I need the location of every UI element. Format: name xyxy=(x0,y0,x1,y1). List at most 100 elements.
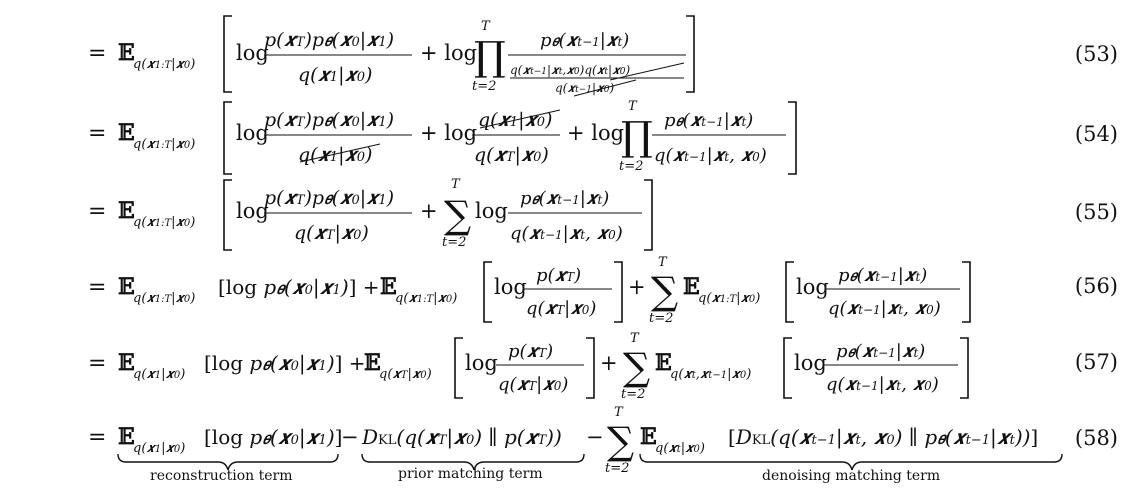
svg-text:+: + xyxy=(600,351,618,375)
svg-text:=: = xyxy=(88,41,106,66)
svg-text:+ log: + log xyxy=(567,121,624,145)
svg-text:t=2: t=2 xyxy=(649,311,673,326)
svg-text:T: T xyxy=(481,19,491,34)
svg-text:p𝜽(𝒙t−1|𝒙t): p𝜽(𝒙t−1|𝒙t) xyxy=(664,110,753,131)
svg-text:∑: ∑ xyxy=(444,193,471,237)
svg-text:p(𝒙T)p𝜽(𝒙0|𝒙1): p(𝒙T)p𝜽(𝒙0|𝒙1) xyxy=(264,187,394,209)
svg-text:p(𝒙T): p(𝒙T) xyxy=(508,341,553,362)
svg-text:DKL(q(𝒙T|𝒙0) ∥ p(𝒙T)): DKL(q(𝒙T|𝒙0) ∥ p(𝒙T)) xyxy=(361,425,562,450)
svg-text:[log p𝜽(𝒙0|𝒙1)] +: [log p𝜽(𝒙0|𝒙1)] + xyxy=(204,351,366,376)
equation-57: = 𝔼 q(𝒙1|𝒙0) [log p𝜽(𝒙0|𝒙1)] + 𝔼 q(𝒙T|𝒙0… xyxy=(0,330,1140,406)
svg-text:q(𝒙T|𝒙0): q(𝒙T|𝒙0) xyxy=(474,144,549,166)
svg-text:∑: ∑ xyxy=(607,419,634,463)
svg-text:q(𝒙1|𝒙0): q(𝒙1|𝒙0) xyxy=(133,367,185,382)
svg-text:+: + xyxy=(420,199,438,223)
svg-text:+ log: + log xyxy=(420,121,477,145)
svg-text:+ log: + log xyxy=(420,41,477,65)
svg-text:𝔼: 𝔼 xyxy=(683,274,700,300)
svg-text:𝔼: 𝔼 xyxy=(640,424,657,450)
svg-text:𝔼: 𝔼 xyxy=(118,40,135,66)
svg-text:𝔼: 𝔼 xyxy=(118,350,135,376)
svg-text:p𝜽(𝒙t−1|𝒙t): p𝜽(𝒙t−1|𝒙t) xyxy=(540,30,629,51)
svg-text:𝔼: 𝔼 xyxy=(118,120,135,146)
equation-55-math: = 𝔼 q(𝒙1:T|𝒙0) log p(𝒙T)p𝜽(𝒙0|𝒙1) q(𝒙T|𝒙… xyxy=(88,177,653,251)
svg-text:t=2: t=2 xyxy=(619,159,643,174)
svg-text:t=2: t=2 xyxy=(621,387,645,402)
svg-text:=: = xyxy=(88,275,106,300)
equation-53: = 𝔼 q(𝒙1:T|𝒙0) log p(𝒙T)p𝜽(𝒙0|𝒙1) q(𝒙1|𝒙… xyxy=(0,8,1140,98)
svg-text:q(𝒙1|𝒙0): q(𝒙1|𝒙0) xyxy=(298,144,372,166)
equation-54-math: = 𝔼 q(𝒙1:T|𝒙0) log p(𝒙T)p𝜽(𝒙0|𝒙1) q(𝒙1|𝒙… xyxy=(88,99,797,175)
svg-text:log: log xyxy=(794,351,827,375)
svg-text:q(𝒙t−1|𝒙t, 𝒙0): q(𝒙t−1|𝒙t, 𝒙0) xyxy=(828,298,941,319)
svg-text:p(𝒙T)p𝜽(𝒙0|𝒙1): p(𝒙T)p𝜽(𝒙0|𝒙1) xyxy=(264,29,394,51)
svg-text:q(𝒙t−1|𝒙t, 𝒙0): q(𝒙t−1|𝒙t, 𝒙0) xyxy=(510,223,623,244)
svg-text:q(𝒙t|𝒙0): q(𝒙t|𝒙0) xyxy=(655,441,705,456)
equation-number: (54) xyxy=(1074,122,1118,146)
svg-text:t=2: t=2 xyxy=(442,235,466,250)
svg-text:log: log xyxy=(236,199,269,223)
svg-text:=: = xyxy=(88,425,106,450)
equation-number: (55) xyxy=(1074,200,1118,224)
label-prior-matching-term: prior matching term xyxy=(398,466,543,482)
svg-text:−: − xyxy=(586,425,604,449)
svg-text:[log p𝜽(𝒙0|𝒙1)] +: [log p𝜽(𝒙0|𝒙1)] + xyxy=(218,275,380,300)
svg-text:log: log xyxy=(494,275,527,299)
svg-text:log: log xyxy=(465,351,498,375)
svg-text:q(𝒙t−1|𝒙t, 𝒙0): q(𝒙t−1|𝒙t, 𝒙0) xyxy=(654,145,767,166)
svg-text:+: + xyxy=(628,275,646,299)
svg-text:𝔼: 𝔼 xyxy=(118,424,135,450)
svg-text:t=2: t=2 xyxy=(472,79,496,94)
svg-text:∏: ∏ xyxy=(474,34,506,80)
svg-text:T: T xyxy=(451,177,461,192)
svg-text:q(𝒙1:T|𝒙0): q(𝒙1:T|𝒙0) xyxy=(133,291,195,306)
svg-text:−: − xyxy=(341,425,359,449)
equation-number: (58) xyxy=(1074,426,1118,450)
svg-text:q(𝒙t−1|𝒙t, 𝒙0): q(𝒙t−1|𝒙t, 𝒙0) xyxy=(826,374,939,395)
svg-text:log: log xyxy=(796,275,829,299)
equation-57-math: = 𝔼 q(𝒙1|𝒙0) [log p𝜽(𝒙0|𝒙1)] + 𝔼 q(𝒙T|𝒙0… xyxy=(88,331,969,402)
equation-58: = 𝔼 q(𝒙1|𝒙0) [log p𝜽(𝒙0|𝒙1)] − DKL(q(𝒙T|… xyxy=(0,404,1140,490)
svg-text:𝔼: 𝔼 xyxy=(364,350,381,376)
svg-text:T: T xyxy=(630,331,640,346)
svg-text:T: T xyxy=(658,255,668,270)
svg-text:log: log xyxy=(236,121,269,145)
svg-text:q(𝒙1:T|𝒙0): q(𝒙1:T|𝒙0) xyxy=(698,291,760,306)
svg-text:log: log xyxy=(475,199,508,223)
svg-text:q(𝒙1|𝒙0): q(𝒙1|𝒙0) xyxy=(133,441,185,456)
svg-text:q(𝒙T|𝒙0): q(𝒙T|𝒙0) xyxy=(294,222,369,244)
svg-text:∑: ∑ xyxy=(651,269,678,313)
equation-number: (56) xyxy=(1074,274,1118,298)
svg-text:q(𝒙1:T|𝒙0): q(𝒙1:T|𝒙0) xyxy=(133,215,195,230)
svg-text:q(𝒙1:T|𝒙0): q(𝒙1:T|𝒙0) xyxy=(133,57,195,72)
svg-text:q(𝒙t−1|𝒙t,𝒙0)q(𝒙t|𝒙0): q(𝒙t−1|𝒙t,𝒙0)q(𝒙t|𝒙0) xyxy=(510,63,631,77)
svg-text:∑: ∑ xyxy=(623,345,650,389)
svg-text:q(𝒙T|𝒙0): q(𝒙T|𝒙0) xyxy=(379,367,432,382)
equation-58-math: = 𝔼 q(𝒙1|𝒙0) [log p𝜽(𝒙0|𝒙1)] − DKL(q(𝒙T|… xyxy=(88,405,1063,476)
svg-text:=: = xyxy=(88,199,106,224)
svg-text:p𝜽(𝒙t−1|𝒙t): p𝜽(𝒙t−1|𝒙t) xyxy=(838,265,927,286)
svg-text:p(𝒙T)p𝜽(𝒙0|𝒙1): p(𝒙T)p𝜽(𝒙0|𝒙1) xyxy=(264,109,394,131)
svg-text:p(𝒙T): p(𝒙T) xyxy=(536,265,581,286)
svg-text:log: log xyxy=(236,41,269,65)
svg-text:𝔼: 𝔼 xyxy=(655,350,672,376)
equation-53-math: = 𝔼 q(𝒙1:T|𝒙0) log p(𝒙T)p𝜽(𝒙0|𝒙1) q(𝒙1|𝒙… xyxy=(88,15,695,97)
svg-text:T: T xyxy=(628,99,638,114)
svg-text:p𝜽(𝒙t−1|𝒙t): p𝜽(𝒙t−1|𝒙t) xyxy=(520,188,609,209)
equation-56-math: = 𝔼 q(𝒙1:T|𝒙0) [log p𝜽(𝒙0|𝒙1)] + 𝔼 q(𝒙1:… xyxy=(88,255,971,326)
svg-text:q(𝒙1:T|𝒙0): q(𝒙1:T|𝒙0) xyxy=(133,137,195,152)
svg-text:[DKL(q(𝒙t−1|𝒙t, 𝒙0) ∥ p𝜽(�: [DKL(q(𝒙t−1|𝒙t, 𝒙0) ∥ p𝜽(𝒙t−1|𝒙t))] xyxy=(728,425,1038,450)
svg-text:t=2: t=2 xyxy=(605,461,629,476)
svg-text:𝔼: 𝔼 xyxy=(380,274,397,300)
equation-55: = 𝔼 q(𝒙1:T|𝒙0) log p(𝒙T)p𝜽(𝒙0|𝒙1) q(𝒙T|𝒙… xyxy=(0,174,1140,254)
svg-text:T: T xyxy=(614,405,624,420)
svg-text:𝔼: 𝔼 xyxy=(118,274,135,300)
svg-text:∏: ∏ xyxy=(621,114,653,160)
equation-54: = 𝔼 q(𝒙1:T|𝒙0) log p(𝒙T)p𝜽(𝒙0|𝒙1) q(𝒙1|𝒙… xyxy=(0,98,1140,178)
svg-text:q(𝒙T|𝒙0): q(𝒙T|𝒙0) xyxy=(526,298,596,319)
equation-number: (57) xyxy=(1074,350,1118,374)
svg-text:p𝜽(𝒙t−1|𝒙t): p𝜽(𝒙t−1|𝒙t) xyxy=(836,341,925,362)
svg-text:=: = xyxy=(88,121,106,146)
svg-text:=: = xyxy=(88,351,106,376)
